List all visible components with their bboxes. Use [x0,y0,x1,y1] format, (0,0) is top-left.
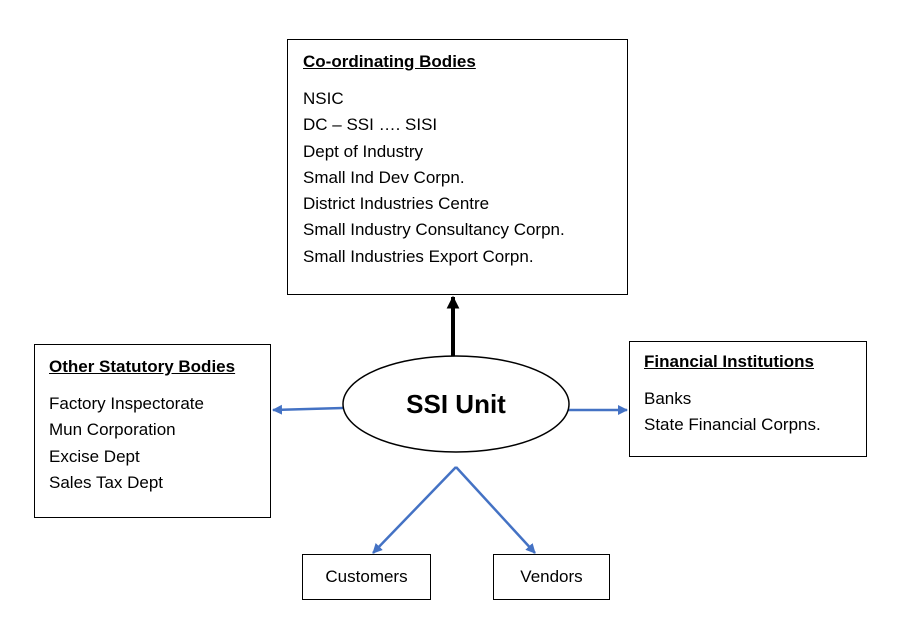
arrow-to-customers [372,466,457,554]
financial-item: State Financial Corpns. [644,415,821,435]
coordinating-item: DC – SSI …. SISI [303,115,438,135]
arrow-to-vendors [455,466,536,554]
customers-label: Customers [325,567,408,586]
other-statutory-bodies-box: Other Statutory Bodies Factory Inspector… [34,344,271,518]
coordinating-item: Small Industries Export Corpn. [303,246,534,266]
coordinating-item: Dept of Industry [303,141,424,161]
ssi-unit-label: SSI Unit [406,388,506,419]
other-statutory-bodies-title: Other Statutory Bodies [49,357,236,376]
coordinating-item: Small Industry Consultancy Corpn. [303,220,565,240]
customers-box: Customers [302,554,431,600]
financial-institutions-title: Financial Institutions [644,352,815,371]
coordinating-item: District Industries Centre [303,194,490,214]
vendors-label: Vendors [520,567,583,586]
financial-institutions-box: Financial Institutions Banks State Finan… [629,341,867,457]
coordinating-bodies-title: Co-ordinating Bodies [303,52,476,71]
ssi-unit-ellipse [342,355,570,453]
statutory-item: Excise Dept [49,446,140,466]
arrow-to-statutory [272,404,344,415]
coordinating-bodies-box: Co-ordinating Bodies NSIC DC – SSI …. SI… [287,39,628,295]
coordinating-item: Small Ind Dev Corpn. [303,167,465,187]
coordinating-item: NSIC [303,89,344,108]
statutory-item: Sales Tax Dept [49,472,164,492]
financial-item: Banks [644,389,692,408]
statutory-item: Mun Corporation [49,420,176,440]
statutory-item: Factory Inspectorate [49,394,204,413]
vendors-box: Vendors [493,554,610,600]
